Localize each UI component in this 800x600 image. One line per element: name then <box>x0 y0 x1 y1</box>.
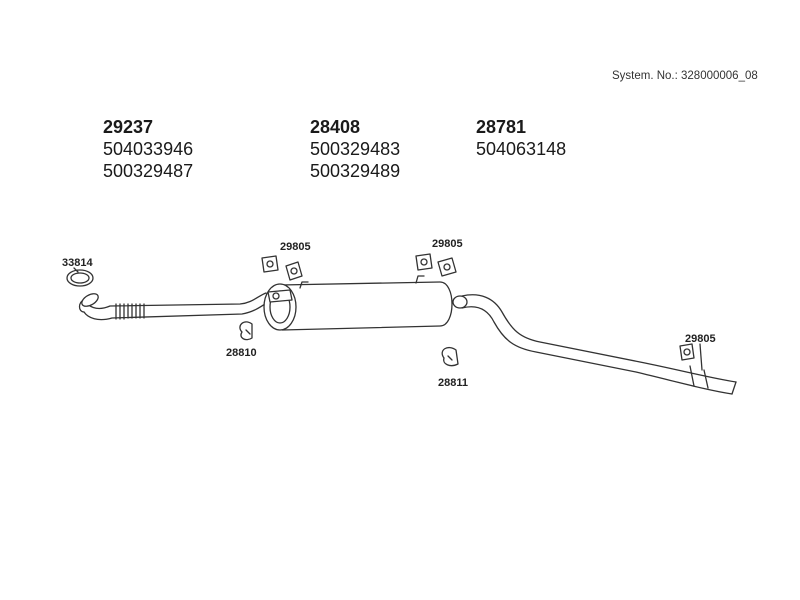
part-group-front-pipe: 29237 504033946 500329487 <box>103 116 193 182</box>
part-number-main: 28408 <box>310 117 361 137</box>
clamp-clip-left <box>239 321 253 341</box>
part-number-main: 28781 <box>476 117 527 137</box>
clamp-ring <box>66 269 94 287</box>
part-group-muffler: 28408 500329483 500329489 <box>310 116 400 182</box>
rubber-mount-mid <box>415 253 457 277</box>
part-group-tail-pipe: 28781 504063148 <box>476 116 566 160</box>
callout-29805-tail: 29805 <box>685 333 716 345</box>
rubber-mount-left <box>261 255 303 281</box>
callout-33814: 33814 <box>62 257 93 269</box>
part-number-alt: 500329487 <box>103 161 194 181</box>
rubber-mount-tail <box>679 343 703 371</box>
clamp-clip-mid <box>441 346 459 367</box>
flex-section <box>115 303 145 320</box>
part-number-alt: 500329489 <box>310 161 401 181</box>
callout-29805-mid: 29805 <box>432 238 463 250</box>
tail-pipe <box>452 294 737 395</box>
callout-29805-left: 29805 <box>280 241 311 253</box>
part-number-alt: 504033946 <box>103 139 194 159</box>
part-number-alt: 504063148 <box>476 139 567 159</box>
system-number: System. No.: 328000006_08 <box>612 70 758 82</box>
front-pipe <box>78 292 269 321</box>
callout-28810: 28810 <box>226 347 257 359</box>
part-number-alt: 500329483 <box>310 139 401 159</box>
muffler <box>263 275 453 331</box>
part-number-main: 29237 <box>103 117 154 137</box>
callout-28811: 28811 <box>438 377 468 389</box>
